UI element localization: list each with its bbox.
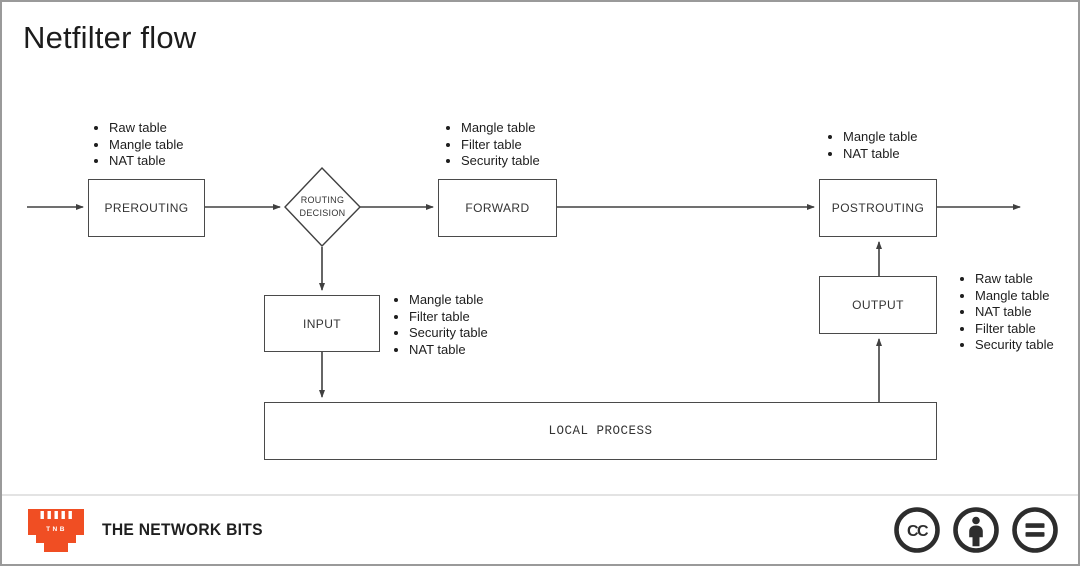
table-list-item: Mangle table [409,292,488,309]
table-list-item: Mangle table [461,120,540,137]
table-list-item: Filter table [461,137,540,154]
routing-decision-diamond [284,166,361,248]
node-routing-decision: ROUTING DECISION [285,168,360,246]
table-list-item: Raw table [109,120,183,137]
node-forward-label: FORWARD [465,201,530,215]
node-input-label: INPUT [303,316,341,331]
table-list-prerouting: Raw tableMangle tableNAT table [88,120,183,170]
table-list-item: Filter table [975,321,1054,338]
footer: TNB THE NETWORK BITS CC [2,494,1078,564]
table-list-input: Mangle tableFilter tableSecurity tableNA… [388,292,488,358]
equals-icon [1012,507,1058,553]
node-postrouting-label: POSTROUTING [831,201,925,215]
table-list-item: Mangle table [975,288,1054,305]
table-list-item: NAT table [975,304,1054,321]
cc-icon: CC [894,507,940,553]
brand-name: THE NETWORK BITS [102,520,263,539]
cc-icon-glyph: CC [907,523,929,540]
table-list-postrouting: Mangle tableNAT table [822,129,917,162]
table-list-item: Raw table [975,271,1054,288]
node-input: INPUT [264,295,380,352]
license-icons: CC [892,505,1060,555]
node-output-label: OUTPUT [852,298,904,312]
table-list-item: NAT table [409,342,488,359]
routing-decision-line1: ROUTING [300,195,345,205]
tnb-logo-icon: TNB [28,508,84,552]
table-list-item: Security table [461,153,540,170]
tnb-logo-text: TNB [46,526,67,533]
table-list-item: Filter table [409,309,488,326]
table-list-item: Security table [409,325,488,342]
node-local-process: LOCAL PROCESS [264,402,937,460]
table-list-item: NAT table [843,146,917,163]
node-forward: FORWARD [438,179,557,237]
node-output: OUTPUT [819,276,937,334]
table-list-forward: Mangle tableFilter tableSecurity table [440,120,540,170]
node-prerouting-label: PREROUTING [104,201,189,215]
node-postrouting: POSTROUTING [819,179,937,237]
attribution-icon [953,507,999,553]
table-list-item: Mangle table [843,129,917,146]
page-title: Netfilter flow [23,20,197,55]
node-prerouting: PREROUTING [88,179,205,237]
table-list-item: Mangle table [109,137,183,154]
node-local-process-label: LOCAL PROCESS [548,424,653,438]
table-list-item: Security table [975,337,1054,354]
table-list-output: Raw tableMangle tableNAT tableFilter tab… [954,271,1054,354]
table-list-item: NAT table [109,153,183,170]
routing-decision-line2: DECISION [299,208,346,218]
